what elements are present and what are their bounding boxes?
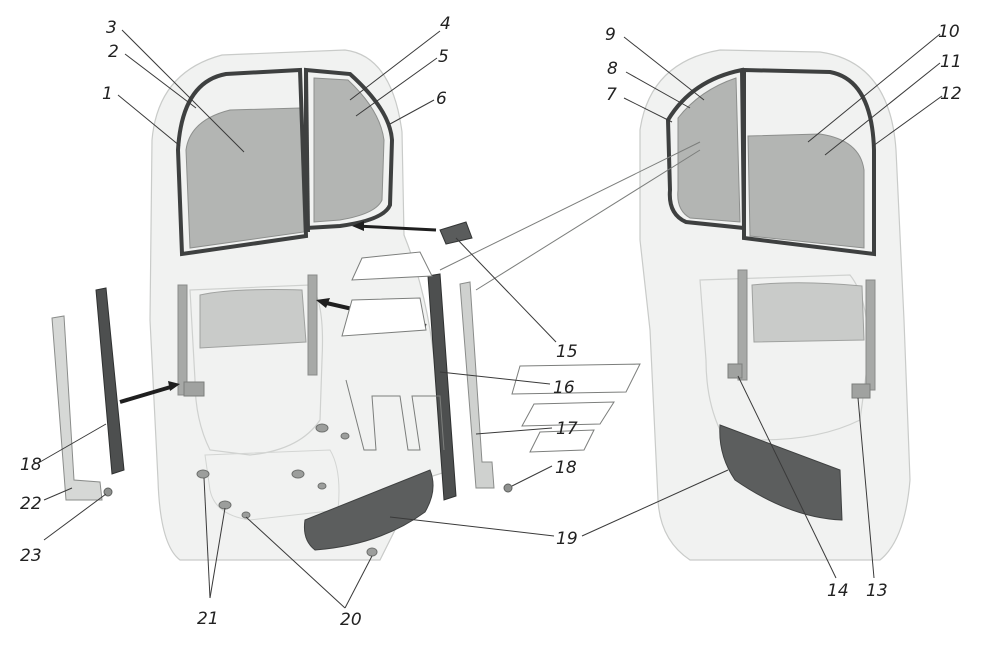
- callout-panel-17: [521, 401, 615, 427]
- right-door-channel-bracket: [851, 383, 871, 399]
- label-12: 12: [940, 84, 962, 104]
- label-9: 9: [605, 25, 616, 45]
- left-front-window-seal: [304, 67, 395, 231]
- label-21: 21: [197, 609, 219, 629]
- left-rear-window-seal: [175, 67, 309, 257]
- label-10: 10: [938, 22, 960, 42]
- left-door-rear-channel: [177, 284, 188, 396]
- label-5: 5: [438, 47, 449, 67]
- label-2: 2: [108, 42, 119, 62]
- label-18-left: 18: [20, 455, 42, 475]
- label-20: 20: [340, 610, 362, 630]
- arrow-channel-insertion: [119, 384, 175, 404]
- part-number-labels: 1 2 3 4 5 6 7 8 9 10 11 12 13 14 15 16 1…: [20, 14, 962, 630]
- left-window-divider: [304, 69, 310, 233]
- part-16-seal-strip: [427, 273, 457, 501]
- label-22: 22: [20, 494, 42, 514]
- callout-panel-16: [511, 363, 641, 395]
- left-front-glass: [313, 77, 385, 223]
- part-22-channel: [51, 315, 103, 501]
- callout-line-glass-2: [475, 149, 701, 291]
- right-door-channel-bracket-front: [727, 363, 743, 379]
- right-door-lower-window: [751, 282, 865, 343]
- label-15: 15: [556, 342, 578, 362]
- right-rear-glass: [747, 133, 865, 249]
- right-front-glass: [677, 77, 741, 223]
- left-door-fasteners: [196, 423, 350, 519]
- right-door-front-channel: [737, 269, 748, 381]
- right-rear-window-seal: [742, 67, 876, 257]
- arrow-channel-insertion-head: [168, 381, 180, 391]
- part-15-clip: [439, 221, 473, 245]
- label-16: 16: [553, 378, 575, 398]
- arrow-clip-insertion-head: [352, 221, 364, 231]
- arrow-seal-insertion-head: [316, 298, 330, 308]
- label-4: 4: [440, 14, 451, 34]
- left-door-lower-panel: [204, 449, 340, 521]
- left-door-inner-panel: [189, 284, 324, 456]
- exploded-parts: [51, 221, 513, 557]
- right-door: [639, 49, 911, 561]
- label-17: 17: [556, 419, 578, 439]
- left-door-lower-window: [199, 289, 307, 349]
- callout-bracket: [345, 379, 445, 451]
- left-rear-glass: [185, 107, 305, 249]
- label-1: 1: [102, 84, 113, 104]
- right-door-trim-panel: [719, 424, 843, 521]
- label-11: 11: [940, 52, 962, 72]
- label-7: 7: [606, 85, 617, 105]
- part-20-fastener: [366, 547, 378, 557]
- callout-panel-top: [351, 251, 433, 281]
- part-17-channel: [459, 281, 495, 489]
- right-door-rear-channel: [865, 279, 876, 391]
- section-callouts: [341, 141, 701, 453]
- left-door: [149, 49, 453, 561]
- leader-lines: [39, 29, 943, 609]
- label-14: 14: [827, 581, 849, 601]
- callout-panel-17b: [529, 429, 595, 453]
- callout-line-glass: [439, 141, 701, 271]
- part-18-right-bolt: [503, 483, 513, 493]
- left-door-channel-bracket: [183, 381, 205, 397]
- right-door-inner-panel: [699, 274, 869, 441]
- label-6: 6: [436, 89, 447, 109]
- label-18-right: 18: [555, 458, 577, 478]
- label-8: 8: [607, 59, 618, 79]
- left-door-front-channel: [307, 274, 318, 376]
- arrow-clip-insertion: [355, 224, 437, 232]
- callout-panel-left: [341, 297, 427, 337]
- part-19-left-trim-panel: [304, 469, 434, 551]
- label-19: 19: [556, 529, 578, 549]
- label-23: 23: [20, 546, 42, 566]
- label-13: 13: [866, 581, 888, 601]
- part-18-left-channel-seal: [95, 287, 125, 475]
- label-3: 3: [106, 18, 117, 38]
